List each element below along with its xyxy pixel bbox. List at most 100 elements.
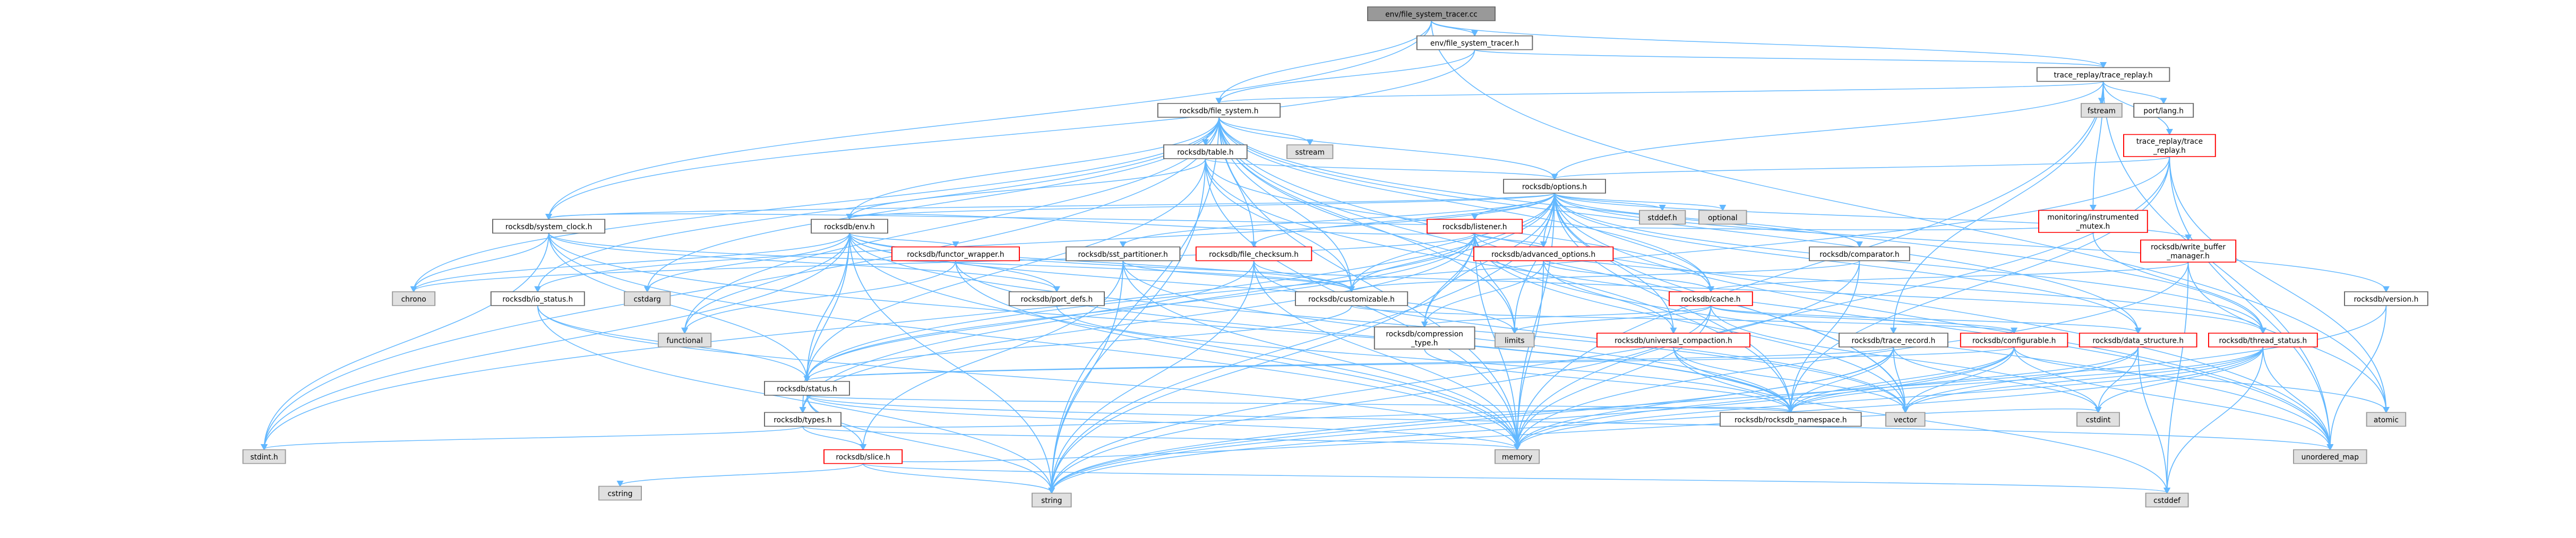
graph-scale-group: env/file_system_tracer.cc env/file_system…	[242, 6, 2428, 508]
node-label: optional	[1708, 214, 1738, 222]
node-label: _manager.h	[2166, 252, 2209, 261]
edge-tr_trace_replay-to-rocksdb_ns	[1791, 157, 2170, 412]
node-port_defs[interactable]: rocksdb/port_defs.h	[1008, 291, 1105, 306]
edge-options-to-system_clock	[549, 193, 1555, 219]
node-compression[interactable]: rocksdb/compression_type.h	[1373, 326, 1475, 350]
node-trace_record[interactable]: rocksdb/trace_record.h	[1839, 333, 1948, 348]
node-listener[interactable]: rocksdb/listener.h	[1427, 219, 1523, 234]
node-adv_options[interactable]: rocksdb/advanced_options.h	[1473, 246, 1614, 262]
node-rocksdb_ns[interactable]: rocksdb/rocksdb_namespace.h	[1720, 412, 1862, 427]
edge-file_checksum-to-memory	[1253, 261, 1517, 449]
node-types[interactable]: rocksdb/types.h	[764, 412, 842, 427]
node-env[interactable]: rocksdb/env.h	[811, 219, 888, 234]
edge-options-to-thread_status	[1554, 193, 2263, 333]
edge-thread_status-to-cstddef	[2167, 346, 2264, 492]
edge-table-to-status	[807, 158, 1206, 381]
node-root: env/file_system_tracer.cc	[1367, 6, 1496, 21]
edge-fs-to-thread_status	[1218, 117, 2263, 333]
node-slice[interactable]: rocksdb/slice.h	[823, 449, 903, 464]
edge-tr_trace_replay-to-atomic	[2169, 157, 2386, 412]
node-label: cstdarg	[634, 295, 661, 303]
node-label: rocksdb/configurable.h	[1972, 336, 2056, 345]
node-cstring: cstring	[598, 485, 642, 501]
node-label: rocksdb/listener.h	[1442, 223, 1507, 231]
node-instrumented[interactable]: monitoring/instrumented_mutex.h	[2038, 210, 2148, 233]
node-sstream: sstream	[1286, 144, 1334, 159]
edge-data_structure-to-cstdint	[2098, 346, 2139, 412]
edge-listener-to-adv_options	[1474, 233, 1544, 246]
node-sst_part[interactable]: rocksdb/sst_partitioner.h	[1066, 246, 1181, 262]
node-box	[2038, 210, 2148, 233]
node-cstdint: cstdint	[2076, 412, 2120, 427]
edge-thread_status-to-string	[1052, 346, 2264, 492]
edge-table-to-options	[1205, 158, 1555, 179]
node-label: rocksdb/options.h	[1522, 183, 1587, 191]
node-stdint: stdint.h	[242, 449, 286, 464]
node-tr_trace_replay[interactable]: trace_replay/trace_replay.h	[2123, 134, 2216, 157]
node-label: unordered_map	[2302, 453, 2359, 462]
edge-file_checksum-to-string	[1052, 261, 1255, 492]
node-write_buffer[interactable]: rocksdb/write_buffer_manager.h	[2140, 239, 2237, 263]
node-data_structure[interactable]: rocksdb/data_structure.h	[2079, 333, 2197, 348]
node-box	[1032, 492, 1072, 508]
node-label: trace_replay/trace	[2136, 137, 2203, 146]
edge-slice-to-string	[862, 463, 1052, 493]
node-label: rocksdb/table.h	[1177, 148, 1233, 157]
node-label: _replay.h	[2153, 146, 2186, 155]
node-port_lang[interactable]: port/lang.h	[2133, 103, 2194, 118]
edge-system_clock-to-stdint	[264, 233, 549, 449]
edge-options-to-io_status	[538, 193, 1555, 291]
node-io_status[interactable]: rocksdb/io_status.h	[490, 291, 585, 306]
node-table[interactable]: rocksdb/table.h	[1163, 144, 1248, 159]
edge-fs-to-string	[1052, 117, 1220, 492]
edge-comparator-to-string	[1052, 261, 1860, 492]
node-box	[2344, 291, 2428, 306]
edge-fs-to-data_structure	[1218, 117, 2138, 333]
edge-env-to-port_defs	[849, 233, 1057, 291]
node-fs[interactable]: rocksdb/file_system.h	[1157, 103, 1281, 118]
node-box	[1157, 103, 1281, 118]
node-box	[1373, 326, 1475, 350]
node-label: sstream	[1295, 148, 1325, 157]
edge-options-to-version	[1554, 193, 2386, 291]
node-status[interactable]: rocksdb/status.h	[764, 381, 850, 396]
edge-env-to-customizable	[849, 233, 1352, 291]
edge-trace_record-to-vector	[1893, 346, 1905, 412]
node-options[interactable]: rocksdb/options.h	[1503, 179, 1606, 194]
node-box	[764, 381, 850, 396]
edge-sst_part-to-customizable	[1122, 261, 1351, 291]
edge-system_clock-to-status	[548, 233, 807, 380]
node-box	[1163, 144, 1248, 159]
node-system_clock[interactable]: rocksdb/system_clock.h	[492, 219, 606, 234]
node-customizable[interactable]: rocksdb/customizable.h	[1295, 291, 1409, 306]
node-box	[1473, 246, 1614, 262]
node-trace_replay[interactable]: trace_replay/trace_replay.h	[2036, 67, 2170, 82]
node-label: rocksdb/rocksdb_namespace.h	[1734, 416, 1847, 424]
edge-types-to-slice	[802, 426, 863, 449]
node-cstdarg: cstdarg	[624, 291, 671, 306]
edge-types-to-memory	[802, 426, 1517, 449]
edge-configurable-to-vector	[1905, 346, 2015, 412]
edge-layer	[264, 20, 2386, 493]
node-functor[interactable]: rocksdb/functor_wrapper.h	[891, 246, 1020, 262]
edge-slice-to-cstddef	[862, 463, 2167, 493]
node-label: atomic	[2374, 416, 2399, 424]
node-thread_status[interactable]: rocksdb/thread_status.h	[2208, 333, 2318, 348]
edge-file_checksum-to-vector	[1253, 261, 1905, 412]
edge-tr_trace_replay-to-status	[807, 157, 2170, 381]
node-configurable[interactable]: rocksdb/configurable.h	[1960, 333, 2068, 348]
edge-fs-to-vector	[1218, 117, 1905, 412]
edge-tr_trace_replay-to-options	[1555, 156, 2170, 179]
node-comparator[interactable]: rocksdb/comparator.h	[1809, 246, 1910, 262]
edge-thread_status-to-cstdint	[2098, 346, 2264, 412]
edge-thread_status-to-memory	[1517, 346, 2264, 449]
node-cache[interactable]: rocksdb/cache.h	[1669, 291, 1753, 306]
node-file_checksum[interactable]: rocksdb/file_checksum.h	[1195, 246, 1312, 262]
edge-fs-to-cstdarg	[647, 117, 1220, 291]
edge-root-to-atomic	[1431, 20, 2386, 412]
node-fst_h[interactable]: env/file_system_tracer.h	[1416, 35, 1533, 50]
edge-sst_part-to-slice	[863, 261, 1124, 449]
node-universal[interactable]: rocksdb/universal_compaction.h	[1596, 333, 1750, 348]
edge-env-to-status	[807, 233, 850, 380]
node-version[interactable]: rocksdb/version.h	[2344, 291, 2428, 306]
